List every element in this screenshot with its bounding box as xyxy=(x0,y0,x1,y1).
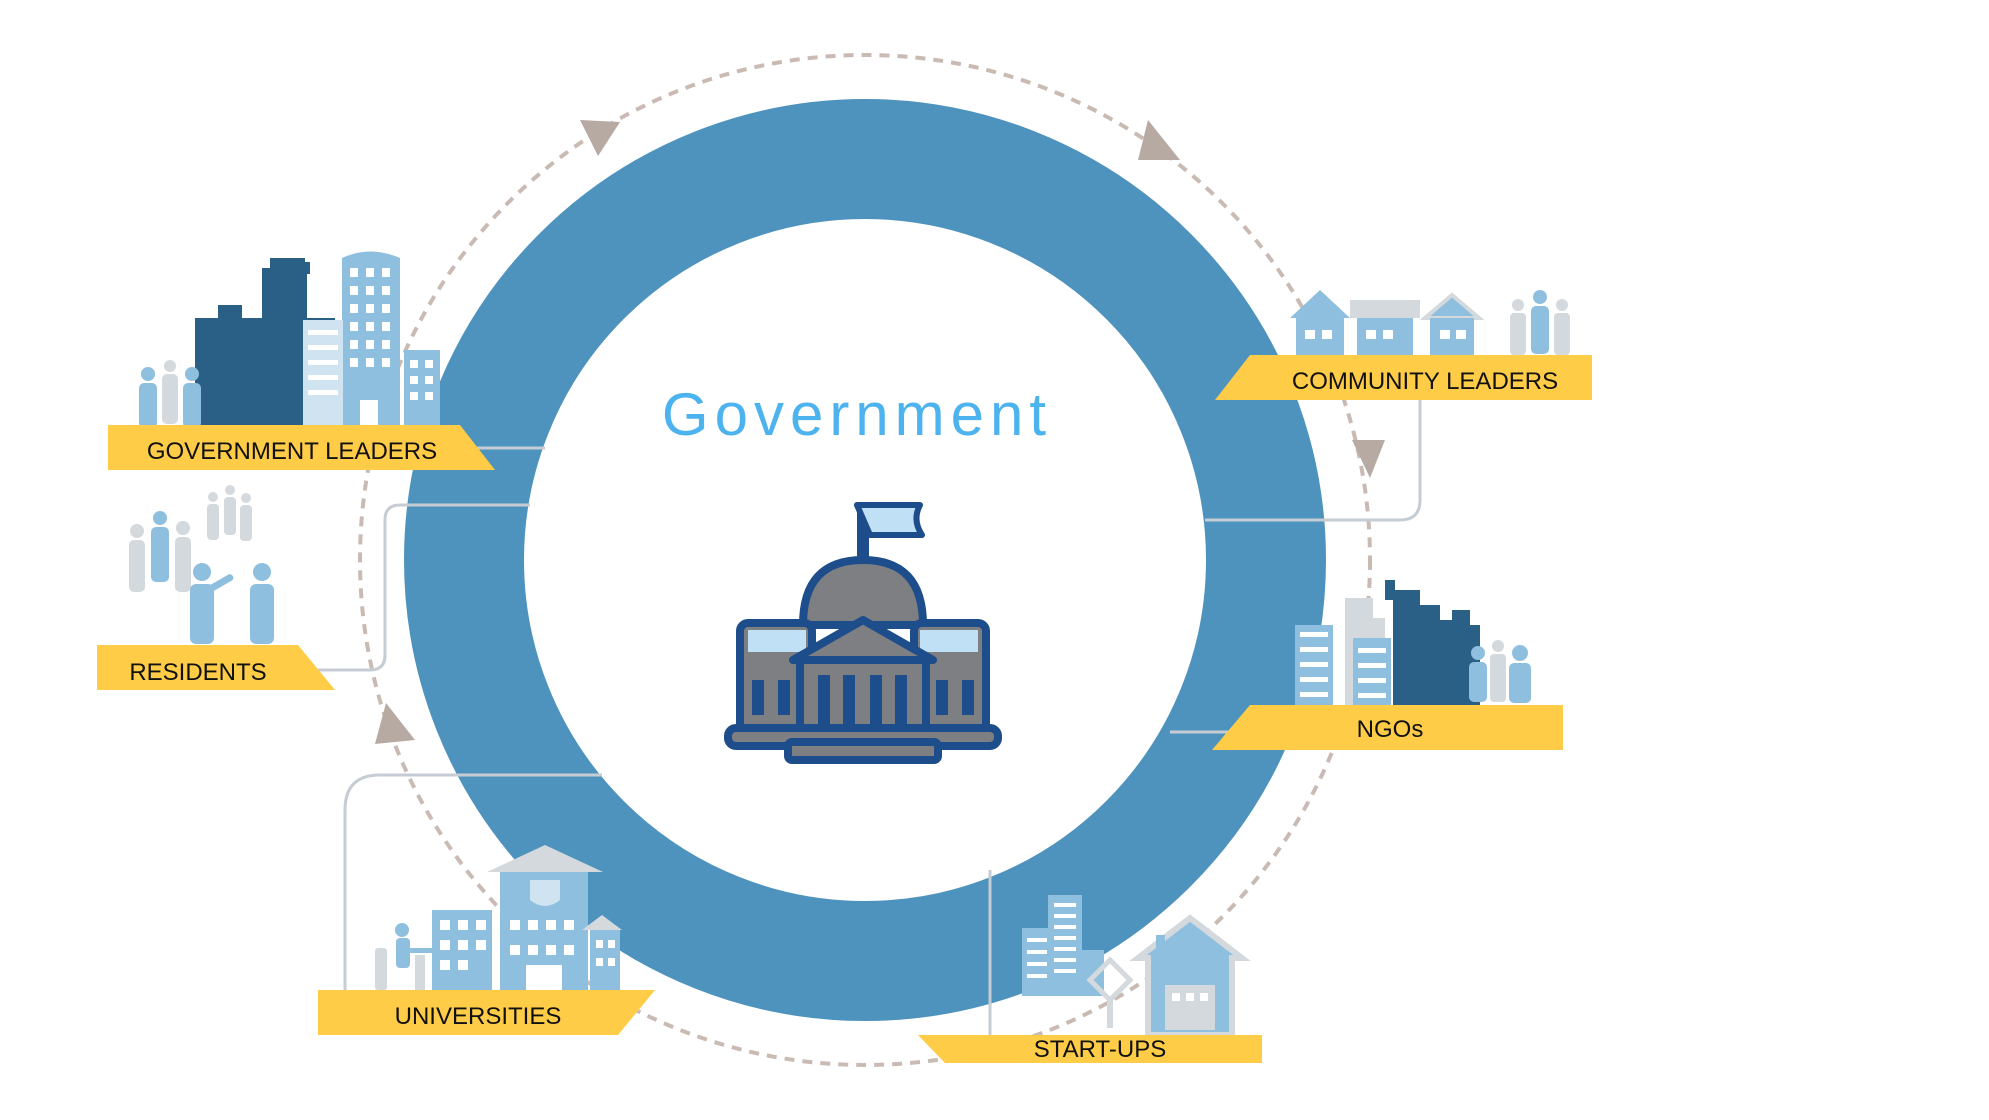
arrowhead-icon xyxy=(1352,440,1385,478)
connector-community-leaders xyxy=(1205,400,1422,522)
ngo-buildings-icon xyxy=(1295,580,1531,710)
connector-universities xyxy=(343,773,602,995)
connector-residents xyxy=(310,503,530,672)
label-community-leaders: COMMUNITY LEADERS xyxy=(1292,368,1558,395)
startup-buildings-icon xyxy=(1022,895,1251,1038)
university-campus-icon xyxy=(375,845,622,994)
label-residents: RESIDENTS xyxy=(129,659,266,686)
cycle-arrowheads xyxy=(375,120,1385,744)
banner-community-leaders: COMMUNITY LEADERS xyxy=(1215,355,1592,400)
banner-government-leaders: GOVERNMENT LEADERS xyxy=(108,425,495,470)
label-ngos: NGOs xyxy=(1357,716,1424,743)
city-skyline-icon xyxy=(139,251,440,428)
arrowhead-icon xyxy=(375,703,415,744)
arrowhead-icon xyxy=(1138,120,1180,160)
banner-universities: UNIVERSITIES xyxy=(318,990,655,1035)
label-government-leaders: GOVERNMENT LEADERS xyxy=(147,438,437,465)
center-title: Government xyxy=(662,381,1052,448)
dashed-cycle-path xyxy=(358,53,1372,1067)
government-ring xyxy=(404,99,1326,1021)
label-universities: UNIVERSITIES xyxy=(395,1003,562,1030)
houses-icon xyxy=(1290,290,1570,356)
label-start-ups: START-UPS xyxy=(1034,1036,1166,1063)
banner-residents: RESIDENTS xyxy=(97,645,335,690)
banner-ngos: NGOs xyxy=(1212,705,1563,750)
people-group-icon xyxy=(129,485,274,644)
arrowhead-icon xyxy=(580,120,620,156)
banner-start-ups: START-UPS xyxy=(918,1035,1262,1063)
government-building-icon xyxy=(724,502,1002,764)
